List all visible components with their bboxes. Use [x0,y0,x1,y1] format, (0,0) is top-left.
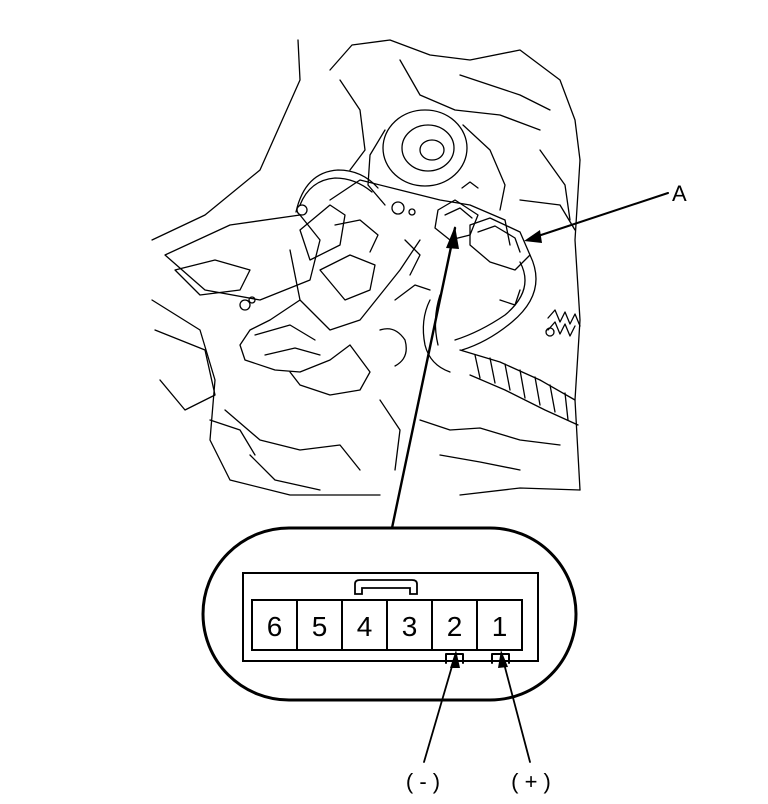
positive-probe-arrowhead [498,650,508,668]
pin-label-3: 3 [402,611,418,642]
negative-probe-arrowhead [450,650,460,668]
callout-a-leader [531,192,669,239]
pin-cells [251,599,523,651]
positive-terminal-label: ( + ) [511,769,551,794]
pin-cell-1 [476,599,523,651]
pin-cell-2 [431,599,478,651]
pin-cell-3 [386,599,433,651]
pin-label-2: 2 [447,611,463,642]
probe-leaders [423,655,531,763]
detail-leader-arrowhead [446,226,459,249]
pin-label-6: 6 [267,611,283,642]
component-illustration [151,39,581,496]
callout-a-arrowhead [524,230,542,243]
positive-probe-line [501,655,531,763]
detail-leader [390,226,457,530]
negative-probe-line [423,655,456,763]
callout-a-label: A [672,181,687,206]
pin-label-4: 4 [357,611,373,642]
connector-detail: 6 5 4 3 2 1 [201,526,578,763]
leader-lines [390,192,669,530]
negative-terminal-label: ( - ) [406,769,440,794]
pin-label-5: 5 [312,611,328,642]
pin-label-1: 1 [492,611,508,642]
connector-lock-tab [354,579,418,595]
